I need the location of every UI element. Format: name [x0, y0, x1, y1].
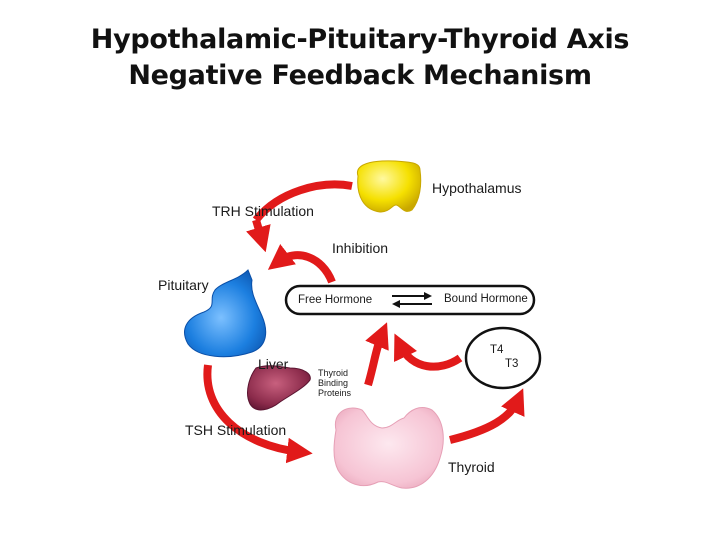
- binding-proteins-line-2: Binding: [318, 378, 349, 388]
- pituitary-label: Pituitary: [158, 277, 209, 293]
- free-hormone-label: Free Hormone: [298, 294, 373, 306]
- liver-shape: [247, 365, 311, 411]
- binding-proteins-line-1: Thyroid: [318, 368, 349, 378]
- binding-proteins-label: Thyroid Binding Proteins: [318, 368, 351, 398]
- liver-label: Liver: [258, 356, 289, 372]
- page-title: Hypothalamic-Pituitary-Thyroid Axis Nega…: [0, 22, 720, 94]
- tsh-arrow: [203, 364, 313, 464]
- title-line-2: Negative Feedback Mechanism: [128, 60, 592, 91]
- inhibition-label: Inhibition: [332, 240, 389, 256]
- hormone-equilibrium-capsule: [284, 284, 536, 316]
- t4-t3-circle: [464, 326, 542, 390]
- hypothalamus-shape: [357, 160, 422, 213]
- thyroid-to-t4t3-arrow: [449, 388, 525, 444]
- pituitary-shape: [184, 269, 267, 358]
- binding-proteins-line-3: Proteins: [318, 388, 352, 398]
- trh-arrow: [246, 180, 353, 253]
- inhibition-arrow: [267, 244, 336, 284]
- title-line-1: Hypothalamic-Pituitary-Thyroid Axis: [90, 24, 630, 55]
- tsh-stimulation-label: TSH Stimulation: [185, 422, 287, 438]
- t4t3-to-free-hormone-arrow: [394, 333, 463, 371]
- thyroid-shape: [333, 407, 444, 489]
- equilibrium-arrows: [392, 292, 432, 308]
- t3-label: T3: [505, 358, 519, 370]
- trh-stimulation-label: TRH Stimulation: [212, 203, 314, 219]
- bound-hormone-label: Bound Hormone: [444, 293, 528, 305]
- liver-to-free-hormone-arrow: [364, 322, 389, 387]
- thyroid-label: Thyroid: [448, 459, 495, 475]
- hypothalamus-label: Hypothalamus: [432, 180, 522, 196]
- t4-label: T4: [490, 344, 504, 356]
